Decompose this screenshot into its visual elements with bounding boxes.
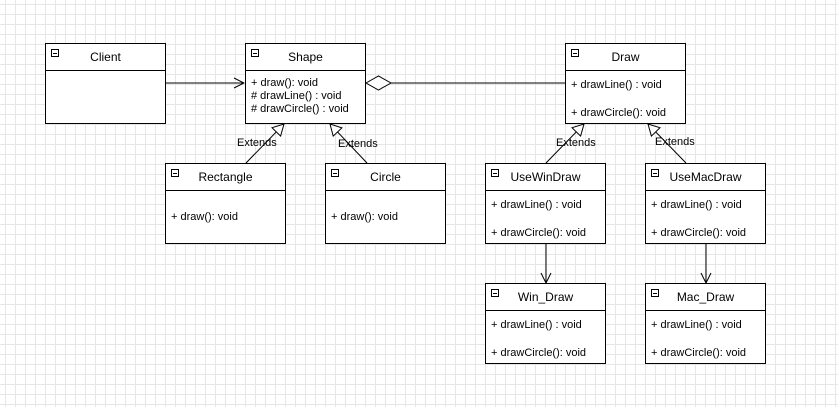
- class-circle[interactable]: Circle + draw(): void: [325, 163, 446, 244]
- collapse-toggle-icon[interactable]: [491, 169, 499, 177]
- class-mac-draw-body: + drawLine() : void + drawCircle(): void: [646, 311, 765, 372]
- member: + drawLine() : void: [651, 319, 742, 331]
- collapse-toggle-icon[interactable]: [51, 49, 59, 57]
- class-client-body: [46, 71, 165, 81]
- class-usemacdraw-body: + drawLine() : void + drawCircle(): void: [646, 191, 765, 252]
- collapse-toggle-icon[interactable]: [651, 289, 659, 297]
- rectangle-extends-label: Extends: [237, 137, 277, 149]
- class-usewindraw-header: UseWinDraw: [486, 164, 605, 191]
- class-win-draw[interactable]: Win_Draw + drawLine() : void + drawCircl…: [485, 283, 606, 364]
- member: + drawLine() : void: [571, 79, 662, 91]
- collapse-toggle-icon[interactable]: [331, 169, 339, 177]
- aggregation-diamond: [364, 75, 393, 91]
- class-name: Circle: [370, 170, 401, 184]
- usemacdraw-extends-label: Extends: [655, 136, 695, 148]
- class-rectangle[interactable]: Rectangle + draw(): void: [165, 163, 286, 244]
- class-win-draw-header: Win_Draw: [486, 284, 605, 311]
- class-usemacdraw-header: UseMacDraw: [646, 164, 765, 191]
- class-shape[interactable]: Shape + draw(): void # drawLine() : void…: [245, 43, 366, 124]
- class-win-draw-body: + drawLine() : void + drawCircle(): void: [486, 311, 605, 372]
- member: + draw(): void: [251, 77, 318, 89]
- class-circle-body: + draw(): void: [326, 191, 445, 229]
- collapse-toggle-icon[interactable]: [251, 49, 259, 57]
- class-draw[interactable]: Draw + drawLine() : void + drawCircle():…: [565, 43, 686, 124]
- class-rectangle-header: Rectangle: [166, 164, 285, 191]
- member: + drawCircle(): void: [651, 347, 747, 359]
- collapse-toggle-icon[interactable]: [651, 169, 659, 177]
- member: + drawLine() : void: [651, 199, 742, 211]
- class-name: Win_Draw: [517, 290, 574, 304]
- collapse-toggle-icon[interactable]: [491, 289, 499, 297]
- class-shape-body: + draw(): void # drawLine() : void # dra…: [246, 71, 365, 121]
- class-name: UseMacDraw: [669, 170, 742, 184]
- circle-extends-label: Extends: [338, 138, 378, 150]
- class-name: UseWinDraw: [510, 170, 581, 184]
- class-name: Rectangle: [198, 170, 253, 184]
- class-rectangle-body: + draw(): void: [166, 191, 285, 229]
- collapse-toggle-icon[interactable]: [171, 169, 179, 177]
- member: # drawLine() : void: [251, 90, 342, 102]
- member: + drawCircle(): void: [651, 227, 747, 239]
- member: + draw(): void: [331, 211, 398, 223]
- class-name: Draw: [611, 50, 640, 64]
- class-mac-draw-header: Mac_Draw: [646, 284, 765, 311]
- class-name: Shape: [288, 50, 323, 64]
- class-draw-header: Draw: [566, 44, 685, 71]
- class-circle-header: Circle: [326, 164, 445, 191]
- class-usemacdraw[interactable]: UseMacDraw + drawLine() : void + drawCir…: [645, 163, 766, 244]
- class-mac-draw[interactable]: Mac_Draw + drawLine() : void + drawCircl…: [645, 283, 766, 364]
- member: + drawLine() : void: [491, 199, 582, 211]
- member: + drawCircle(): void: [491, 347, 587, 359]
- class-draw-body: + drawLine() : void + drawCircle(): void: [566, 71, 685, 132]
- class-usewindraw[interactable]: UseWinDraw + drawLine() : void + drawCir…: [485, 163, 606, 244]
- class-shape-header: Shape: [246, 44, 365, 71]
- member: # drawCircle() : void: [251, 103, 349, 115]
- member: + draw(): void: [171, 211, 238, 223]
- class-name: Mac_Draw: [676, 290, 735, 304]
- class-client[interactable]: Client: [45, 43, 166, 124]
- class-client-header: Client: [46, 44, 165, 71]
- usewindraw-extends-label: Extends: [556, 137, 596, 149]
- member: + drawLine() : void: [491, 319, 582, 331]
- collapse-toggle-icon[interactable]: [571, 49, 579, 57]
- member: + drawCircle(): void: [491, 227, 587, 239]
- class-name: Client: [90, 50, 121, 64]
- class-usewindraw-body: + drawLine() : void + drawCircle(): void: [486, 191, 605, 252]
- member: + drawCircle(): void: [571, 107, 667, 119]
